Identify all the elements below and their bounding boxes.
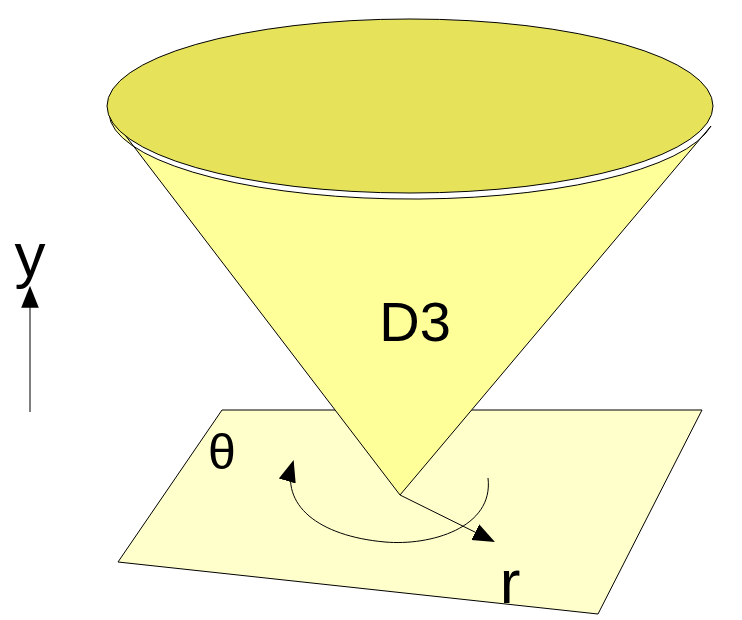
- cone: D3: [100, 10, 720, 500]
- shape-label: D3: [379, 294, 451, 350]
- axis-label: r: [500, 551, 521, 613]
- cone-top: [107, 19, 713, 193]
- cone-outline: [100, 10, 720, 500]
- axis-label: y: [15, 224, 46, 286]
- y-axis-arrow: [30, 288, 31, 412]
- radius-arrow: [400, 495, 493, 541]
- angle-label: θ: [208, 427, 236, 477]
